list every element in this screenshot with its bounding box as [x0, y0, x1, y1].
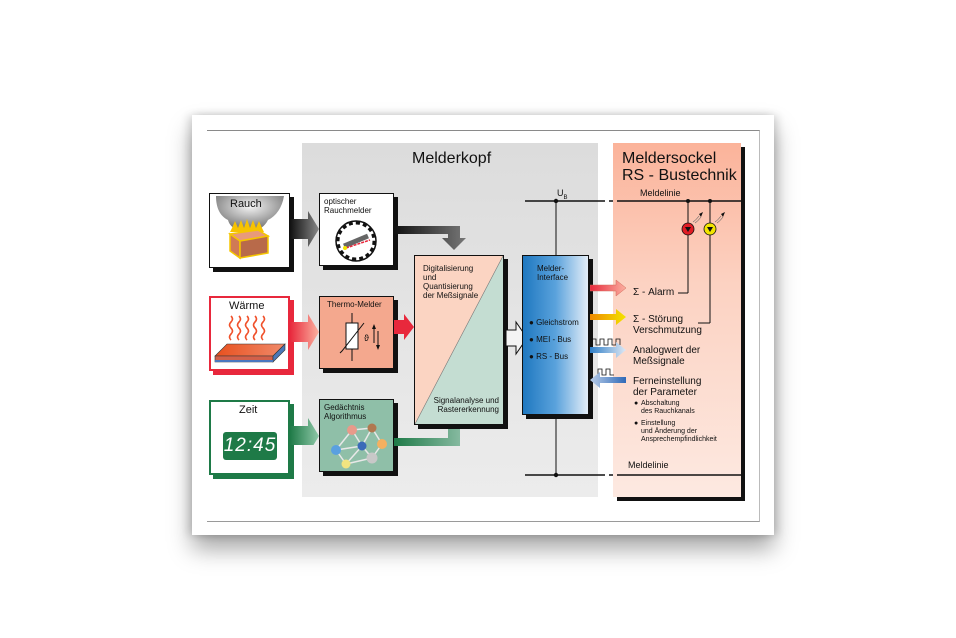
meldersockel-title-line1: Meldersockel: [622, 150, 717, 167]
param-bullet: ●Einstellung und Änderung der Ansprechem…: [634, 420, 717, 443]
output-remote-label: Ferneinstellung der Parameter: [633, 376, 702, 398]
input-arrows: [290, 211, 319, 445]
interface-item-label: RS - Bus: [536, 352, 569, 361]
param-bullet-list: ●Abschaltung des Rauchkanals ●Einstellun…: [634, 400, 717, 444]
time-arrow: [290, 418, 319, 445]
molecule-network-icon: [331, 423, 387, 469]
output-arrows: [590, 279, 627, 388]
meldersockel-panel: [613, 143, 741, 497]
panel-shadow: [617, 497, 745, 501]
param-bullet: ●Abschaltung des Rauchkanals: [634, 400, 695, 415]
supply-b: B: [563, 194, 568, 201]
digital-pulse-out: [591, 338, 621, 346]
heat-waves-plate-icon: [214, 315, 286, 363]
interface-item: ● Gleichstrom: [529, 318, 579, 327]
sensor-to-processing-arrows: [394, 226, 466, 446]
heat-input-box: Wärme: [209, 296, 290, 371]
output-fault-label: Σ - Störung Verschmutzung: [633, 314, 702, 336]
interface-item: ● RS - Bus: [529, 352, 569, 361]
analog-value-arrow: [590, 342, 626, 358]
signal-line-top-label: Meldelinie: [640, 188, 681, 198]
output-alarm-label: Σ - Alarm: [633, 287, 675, 298]
smoke-fire-icon: [216, 196, 284, 260]
detector-interface-block: Melder- Interface ● Gleichstrom ● MEI - …: [522, 255, 589, 415]
memory-algorithm-box: Gedächtnis Algorithmus: [319, 399, 394, 472]
smoke-chamber-icon: [335, 220, 377, 262]
diagonal-split: [415, 256, 503, 424]
thermistor-icon: ϑ: [339, 313, 380, 361]
digitize-analysis-block: Digitalisierung und Quantisierung der Me…: [414, 255, 504, 425]
clock-display: 12:45: [223, 432, 277, 460]
digitize-label: Digitalisierung und Quantisierung der Me…: [423, 264, 479, 300]
indicator-lamps: [681, 212, 725, 236]
optical-smoke-detector-box: optischer Rauchmelder: [319, 193, 394, 266]
smoke-arrow: [290, 211, 319, 247]
param-bullet-text: Einstellung und Änderung der Ansprechemp…: [641, 420, 717, 443]
remote-setting-arrow: [590, 372, 626, 388]
analysis-label: Signalanalyse und Rastererkennung: [433, 396, 499, 414]
supply-lines: [525, 198, 742, 478]
param-bullet-text: Abschaltung des Rauchkanals: [641, 400, 695, 415]
thermo-detector-label: Thermo-Melder: [327, 300, 382, 309]
supply-voltage-label: UB: [557, 189, 568, 203]
memory-algorithm-label: Gedächtnis Algorithmus: [324, 403, 367, 421]
alarm-arrow: [590, 279, 627, 297]
signal-line-bottom-label: Meldelinie: [628, 460, 669, 470]
time-input-box: Zeit 12:45: [209, 400, 290, 475]
smoke-input-box: Rauch: [209, 193, 290, 268]
interface-title: Melder- Interface: [537, 264, 569, 282]
time-label: Zeit: [239, 404, 258, 416]
fault-arrow: [590, 309, 626, 325]
heat-label: Wärme: [229, 300, 265, 312]
optical-to-digitize-arrow: [394, 226, 466, 250]
meldersockel-title-line2: RS - Bustechnik: [622, 167, 737, 184]
heat-arrow: [290, 314, 319, 350]
thermo-to-digitize-arrow: [394, 314, 414, 340]
meldersockel-title: Meldersockel RS - Bustechnik: [622, 150, 737, 184]
interface-item-label: MEI - Bus: [536, 335, 572, 344]
supply-u: U: [557, 188, 564, 198]
smoke-label: Rauch: [230, 198, 262, 210]
block-to-interface-arrow: [506, 320, 528, 356]
output-analog-label: Analogwert der Meßsignale: [633, 345, 701, 367]
theta-symbol: ϑ: [364, 333, 369, 343]
interface-item: ● MEI - Bus: [529, 335, 572, 344]
panel-shadow: [741, 147, 745, 501]
melderkopf-title: Melderkopf: [412, 150, 492, 167]
interface-item-label: Gleichstrom: [536, 318, 579, 327]
digital-pulse-in: [597, 368, 614, 376]
interface-items: ● Gleichstrom ● MEI - Bus ● RS - Bus: [529, 314, 579, 365]
optical-detector-label: optischer Rauchmelder: [324, 197, 372, 215]
thermo-detector-box: Thermo-Melder ϑ: [319, 296, 394, 369]
